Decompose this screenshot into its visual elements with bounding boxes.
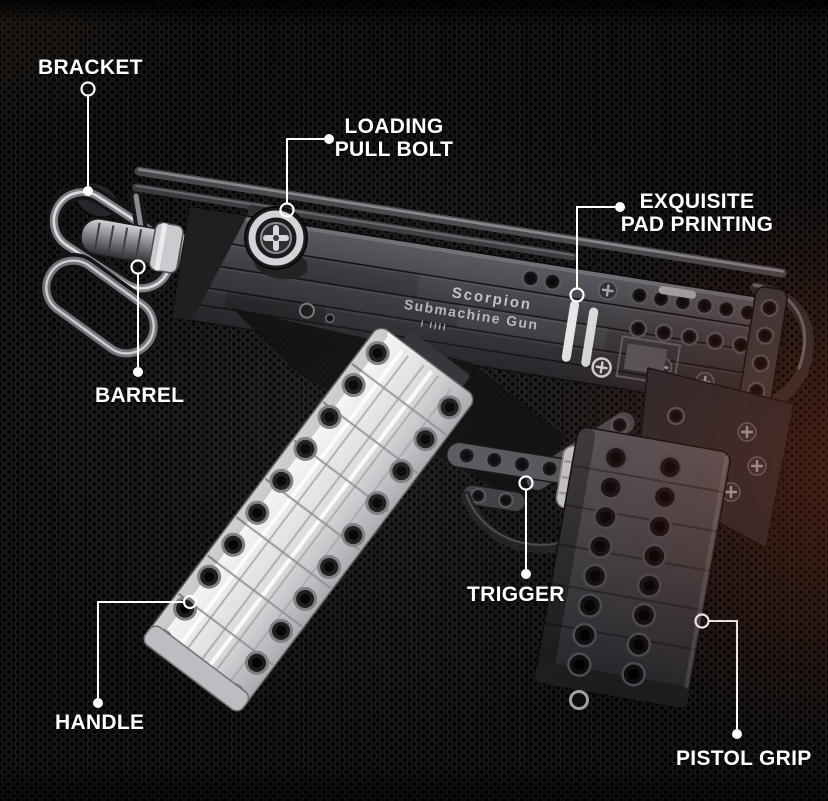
callout-label-handle: HANDLE <box>55 711 145 734</box>
leader-pistol-grip <box>694 613 742 739</box>
grip-bottom-pinhole <box>569 690 589 710</box>
callout-label-barrel: BARREL <box>95 384 185 407</box>
callout-label-loading-pull-bolt: LOADING PULL BOLT <box>334 115 454 161</box>
callout-label-pistol-grip: PISTOL GRIP <box>676 747 812 770</box>
callout-label-bracket: BRACKET <box>38 56 143 79</box>
callout-label-trigger: TRIGGER <box>467 583 565 606</box>
leader-bracket <box>80 81 96 196</box>
callout-label-exquisite-pad-printing: EXQUISITE PAD PRINTING <box>620 190 774 236</box>
